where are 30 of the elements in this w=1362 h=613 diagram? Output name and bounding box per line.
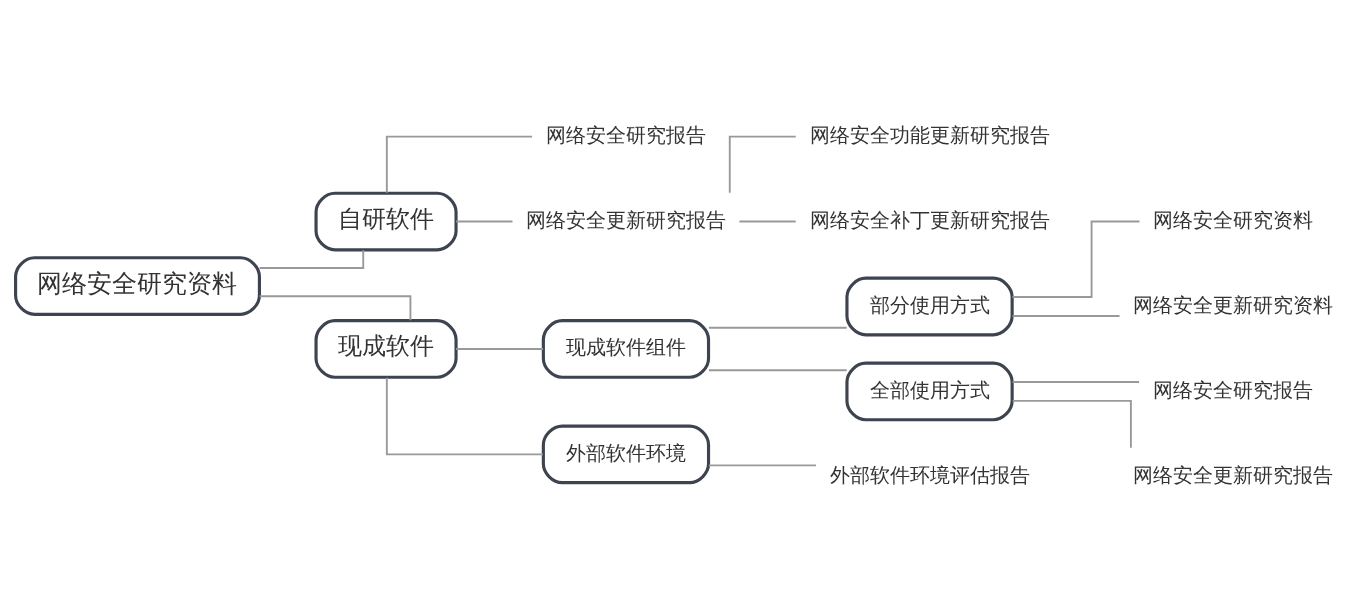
node-text: 网络安全研究报告 — [545, 122, 706, 147]
connector — [707, 464, 817, 467]
node-box: 外部软件环境 — [541, 424, 711, 485]
node-text: 网络安全研究资料 — [1153, 207, 1314, 232]
connector — [455, 220, 514, 223]
connector — [707, 369, 848, 372]
connector — [1011, 315, 1121, 317]
connector — [385, 376, 544, 456]
node-text: 网络安全更新研究资料 — [1133, 292, 1334, 317]
node-text: 网络安全功能更新研究报告 — [809, 122, 1050, 147]
connector — [455, 348, 545, 350]
node-box: 部分使用方式 — [845, 276, 1014, 337]
node-text: 网络安全更新研究报告 — [525, 207, 726, 232]
connector — [258, 295, 412, 322]
connector — [1011, 381, 1140, 383]
connector — [728, 135, 797, 194]
node-box: 自研软件 — [314, 191, 458, 252]
connector — [385, 135, 534, 194]
connector — [707, 326, 848, 329]
node-text: 网络安全补丁更新研究报告 — [809, 207, 1050, 232]
connector — [1011, 399, 1132, 449]
node-text: 网络安全更新研究报告 — [1133, 462, 1334, 487]
node-box: 全部使用方式 — [845, 361, 1014, 422]
node-box: 现成软件 — [314, 319, 458, 379]
node-box: 网络安全研究资料 — [14, 256, 261, 316]
connector — [1011, 220, 1141, 298]
node-box: 现成软件组件 — [541, 319, 711, 379]
node-text: 外部软件环境评估报告 — [829, 462, 1030, 487]
connector — [738, 220, 797, 223]
node-text: 网络安全研究报告 — [1153, 377, 1314, 402]
